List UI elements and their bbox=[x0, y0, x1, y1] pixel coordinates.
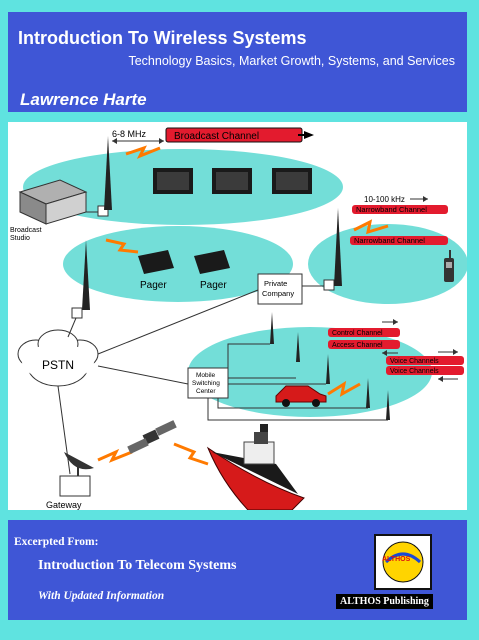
satellite-signal-bolt-2 bbox=[173, 442, 209, 466]
title-panel: Introduction To Wireless Systems Technol… bbox=[8, 12, 467, 112]
television-icon-1 bbox=[153, 168, 193, 194]
pager-label-2: Pager bbox=[200, 280, 227, 291]
ship-icon bbox=[206, 424, 305, 510]
narrowband-frequency: 10-100 kHz bbox=[364, 195, 405, 204]
cell-tower-icon-3 bbox=[326, 354, 330, 384]
television-icon-3 bbox=[272, 168, 312, 194]
voice-channel-bar-2 bbox=[386, 366, 464, 375]
msc-label-3: Center bbox=[196, 388, 216, 395]
car-icon bbox=[275, 385, 327, 407]
satellite-icon bbox=[127, 420, 177, 454]
gateway-label: Gateway bbox=[46, 500, 82, 510]
gateway-box bbox=[59, 475, 91, 497]
narrowband-signal-bolt bbox=[353, 219, 389, 235]
msc-label-1: Mobile bbox=[196, 372, 216, 379]
narrowband-channel-bar-2 bbox=[350, 236, 448, 245]
broadcast-signal-bolt bbox=[125, 145, 161, 159]
narrowband-channel-label-1: Narrowband Channel bbox=[356, 205, 427, 214]
private-company-label-2: Company bbox=[262, 289, 294, 298]
broadcast-arrow bbox=[304, 131, 314, 139]
cellular-coverage-area bbox=[188, 327, 432, 417]
private-company-box bbox=[257, 273, 303, 305]
pager-signal-bolt bbox=[105, 238, 139, 254]
book-subtitle: Technology Basics, Market Growth, System… bbox=[128, 54, 455, 68]
cell-tower-icon-2 bbox=[296, 332, 300, 362]
private-company-label-1: Private bbox=[264, 279, 287, 288]
access-channel-label: Access Channel bbox=[332, 342, 383, 349]
narrowband-channel-bar-1 bbox=[352, 205, 448, 214]
network-diagram: Broadcast Studio 6-8 MHz Broadcast Chann… bbox=[10, 127, 467, 510]
excerpted-from-label: Excerpted From: bbox=[14, 536, 99, 548]
voice-channel-label-1: Voice Channels bbox=[390, 358, 439, 365]
broadcast-frequency: 6-8 MHz bbox=[112, 129, 147, 139]
network-illustration: Broadcast Studio 6-8 MHz Broadcast Chann… bbox=[8, 122, 467, 510]
source-book-title: Introduction To Telecom Systems bbox=[38, 558, 237, 573]
logo-text: ALTHOS bbox=[382, 556, 411, 563]
excerpt-panel: Excerpted From: Introduction To Telecom … bbox=[8, 520, 467, 620]
broadcast-tower-icon bbox=[104, 136, 112, 210]
msc-label-2: Switching bbox=[192, 380, 220, 387]
broadcast-studio-label-2: Studio bbox=[10, 235, 30, 242]
paging-tower-icon bbox=[82, 240, 90, 310]
pstn-label: PSTN bbox=[42, 358, 74, 372]
satellite-signal-bolt-1 bbox=[97, 448, 133, 463]
narrowband-tower-icon bbox=[334, 208, 342, 286]
narrowband-channel-label-2: Narrowband Channel bbox=[354, 236, 425, 245]
pager-label-1: Pager bbox=[140, 280, 167, 291]
logo-graphic bbox=[382, 541, 424, 583]
television-icon-2 bbox=[212, 168, 252, 194]
cell-tower-icon-1 bbox=[270, 312, 274, 344]
publisher-name: ALTHOS Publishing bbox=[336, 594, 433, 609]
control-channel-bar bbox=[328, 328, 400, 337]
access-channel-bar bbox=[328, 340, 400, 349]
paging-coverage-area bbox=[63, 226, 293, 302]
cellular-signal-bolt bbox=[327, 380, 361, 397]
voice-channel-label-2: Voice Channels bbox=[390, 368, 439, 375]
book-title: Introduction To Wireless Systems bbox=[18, 28, 307, 48]
handheld-radio-icon bbox=[444, 250, 454, 282]
pager-icon-2 bbox=[194, 250, 230, 274]
transmitter-box bbox=[97, 205, 109, 217]
cell-tower-icon-4 bbox=[366, 378, 370, 408]
broadcast-studio-label-1: Broadcast bbox=[10, 227, 42, 234]
author-name: Lawrence Harte bbox=[20, 90, 147, 109]
pager-icon-1 bbox=[138, 250, 174, 274]
voice-channel-bar-1 bbox=[386, 356, 464, 365]
broadcast-studio-icon bbox=[18, 179, 88, 225]
broadcast-channel-label: Broadcast Channel bbox=[174, 131, 259, 142]
mobile-switching-center-box bbox=[187, 367, 229, 399]
updated-info-label: With Updated Information bbox=[38, 590, 165, 602]
control-channel-label: Control Channel bbox=[332, 330, 383, 337]
cell-tower-icon-5 bbox=[386, 390, 390, 420]
althos-logo: ALTHOS bbox=[374, 534, 432, 590]
